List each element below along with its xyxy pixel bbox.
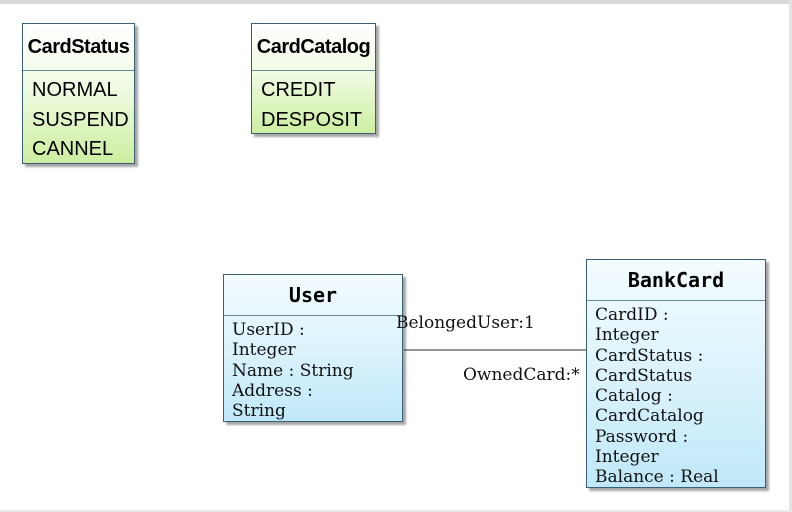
class-user[interactable]: User UserID : Integer Name : String Addr… <box>223 274 403 422</box>
canvas-top-border <box>0 0 792 4</box>
enum-card-status[interactable]: CardStatus NORMAL SUSPEND CANNEL <box>22 23 135 164</box>
attribute-line: Catalog : <box>595 386 673 407</box>
enum-value: CREDIT <box>261 79 336 101</box>
enum-card-catalog-values: CREDIT DESPOSIT <box>252 71 375 135</box>
attribute-line: Integer <box>232 340 296 361</box>
role-label-belonged-user: BelongedUser:1 <box>396 313 535 333</box>
enum-card-status-title: CardStatus <box>23 24 134 71</box>
attribute-line: CardCatalog <box>595 406 704 427</box>
attribute-line: Password : <box>595 426 689 447</box>
enum-value: NORMAL <box>32 79 118 101</box>
attribute-line: String <box>232 401 286 422</box>
class-user-title: User <box>224 275 402 316</box>
attribute-line: CardID : <box>595 305 669 325</box>
enum-card-catalog-title: CardCatalog <box>252 24 375 71</box>
attribute-line: Integer <box>595 447 659 468</box>
attribute-line: CardStatus : <box>595 345 704 366</box>
attribute-line: Address : <box>232 380 313 401</box>
enum-card-catalog[interactable]: CardCatalog CREDIT DESPOSIT <box>251 23 376 134</box>
canvas-right-border <box>789 0 792 512</box>
class-bank-card-attributes: CardID : Integer CardStatus : CardStatus… <box>587 301 765 488</box>
enum-value: SUSPEND <box>32 108 129 131</box>
canvas-bottom-border <box>0 510 792 512</box>
attribute-line: CardStatus <box>595 365 693 386</box>
attribute-line: Integer <box>595 325 659 346</box>
role-label-owned-card: OwnedCard:* <box>463 365 580 385</box>
enum-card-status-values: NORMAL SUSPEND CANNEL <box>23 71 134 165</box>
attribute-line: UserID : <box>232 320 305 340</box>
attribute-line: Name : String <box>232 360 354 381</box>
attribute-line: Balance : Real <box>595 467 719 488</box>
enum-value: DESPOSIT <box>261 108 363 131</box>
class-bank-card-title: BankCard <box>587 260 765 301</box>
class-user-attributes: UserID : Integer Name : String Address :… <box>224 316 402 421</box>
enum-value: CANNEL <box>32 138 114 160</box>
class-bank-card[interactable]: BankCard CardID : Integer CardStatus : C… <box>586 259 766 488</box>
